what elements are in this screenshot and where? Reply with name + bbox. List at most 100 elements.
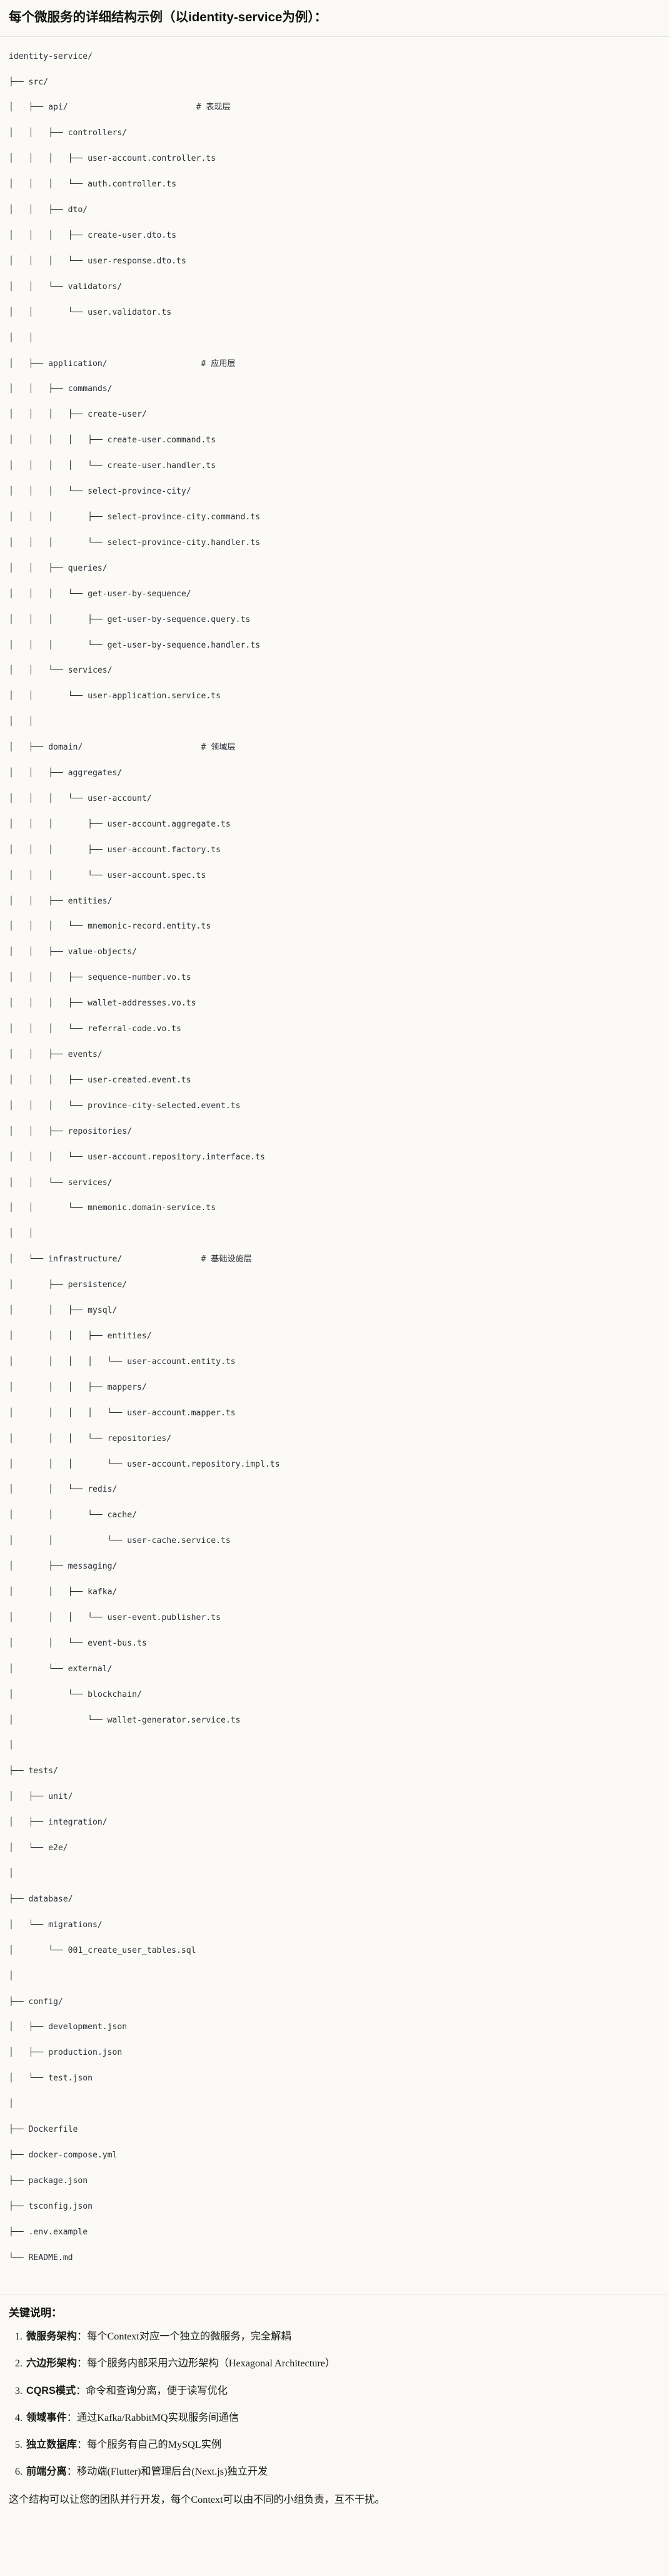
- tree-line: │ │ └── event-bus.ts: [9, 1638, 147, 1648]
- tree-line: │ ├── integration/: [9, 1818, 108, 1828]
- key-notes-section: 关键说明： 微服务架构：每个Context对应一个独立的微服务，完全解耦六边形架…: [0, 2294, 669, 2521]
- key-note-term: 独立数据库: [26, 2438, 77, 2450]
- tree-line: │ ├── messaging/: [9, 1562, 118, 1572]
- tree-line: │ │ └── mnemonic.domain-service.ts: [9, 1203, 216, 1213]
- tree-line: │ │: [9, 1229, 34, 1239]
- tree-line: │ └── blockchain/: [9, 1689, 142, 1699]
- tree-line: │ │ │ └── mnemonic-record.entity.ts: [9, 922, 211, 932]
- tree-line: │ │ │ ├── sequence-number.vo.ts: [9, 973, 191, 983]
- tree-line: │ ├── application/ # 应用层: [9, 359, 236, 369]
- tree-line: ├── database/: [9, 1894, 73, 1904]
- tree-line: │ │: [9, 333, 34, 343]
- tree-layer-comment: # 基础设施层: [201, 1255, 252, 1265]
- tree-line: │ │ └── user.validator.ts: [9, 307, 172, 317]
- tree-line: │ │ │ ├── create-user.dto.ts: [9, 231, 177, 241]
- tree-line: │ │ │ ├── user-account.controller.ts: [9, 154, 216, 164]
- tree-line: │ ├── domain/ # 领域层: [9, 743, 236, 753]
- tree-line: │ │ │ └── user-response.dto.ts: [9, 256, 186, 266]
- tree-line: │ │ │ ├── mappers/: [9, 1382, 147, 1392]
- tree-line: ├── docker-compose.yml: [9, 2150, 118, 2160]
- tree-line: │ │ │ └── user-account.repository.interf…: [9, 1152, 265, 1162]
- tree-line: │ │ ├── aggregates/: [9, 768, 123, 778]
- tree-line: │ │ │ │ ├── create-user.command.ts: [9, 435, 216, 445]
- tree-line: │ │ └── user-cache.service.ts: [9, 1536, 231, 1546]
- tree-line: │: [9, 1869, 14, 1879]
- tree-line: ├── src/: [9, 77, 49, 87]
- key-note-description: ：每个服务有自己的MySQL实例: [76, 2438, 222, 2450]
- tree-line: │ │ │ ├── user-account.aggregate.ts: [9, 819, 231, 829]
- key-note-item: 前端分离：移动端(Flutter)和管理后台(Next.js)独立开发: [25, 2464, 660, 2480]
- title-section: 每个微服务的详细结构示例（以identity-service为例）：: [0, 0, 669, 37]
- page-title: 每个微服务的详细结构示例（以identity-service为例）：: [9, 10, 328, 24]
- tree-line: identity-service/: [9, 51, 93, 61]
- tree-line: │ │ └── services/: [9, 666, 113, 676]
- tree-line: │ │ │ └── repositories/: [9, 1433, 172, 1443]
- tree-layer-comment: # 表现层: [196, 103, 231, 113]
- tree-line: ├── tests/: [9, 1766, 58, 1776]
- tree-line: ├── Dockerfile: [9, 2125, 78, 2135]
- tree-line: ├── .env.example: [9, 2227, 88, 2237]
- tree-line: │ │ │ ├── entities/: [9, 1331, 152, 1341]
- key-note-item: CQRS模式：命令和查询分离，便于读写优化: [25, 2383, 660, 2399]
- tree-line: │ │ │ ├── user-account.factory.ts: [9, 845, 221, 855]
- tree-line: │ │ │ └── get-user-by-sequence/: [9, 589, 191, 599]
- key-note-item: 六边形架构：每个服务内部采用六边形架构（Hexagonal Architectu…: [25, 2356, 660, 2371]
- directory-tree: identity-service/ ├── src/ │ ├── api/ # …: [9, 51, 660, 2278]
- key-note-term: CQRS模式: [26, 2385, 76, 2396]
- tree-layer-comment: # 应用层: [201, 359, 236, 369]
- tree-line: │ │ ├── dto/: [9, 205, 88, 215]
- tree-line: │ │ │ ├── create-user/: [9, 410, 147, 420]
- tree-line: │ │ ├── queries/: [9, 563, 108, 573]
- tree-line: │ │ ├── repositories/: [9, 1126, 133, 1136]
- tree-line: │ │ ├── commands/: [9, 384, 113, 394]
- tree-line: │ │ │ └── user-account.repository.impl.t…: [9, 1459, 280, 1469]
- tree-line: │ │ │ │ └── user-account.entity.ts: [9, 1357, 236, 1367]
- tree-line: │ │ └── user-application.service.ts: [9, 691, 221, 701]
- tree-line: ├── package.json: [9, 2176, 88, 2186]
- directory-tree-code: identity-service/ ├── src/ │ ├── api/ # …: [9, 51, 660, 2264]
- tree-line: │ │: [9, 717, 34, 727]
- tree-line: ├── tsconfig.json: [9, 2201, 93, 2211]
- tree-line: │ ├── development.json: [9, 2022, 128, 2032]
- tree-line: │ │ │ ├── select-province-city.command.t…: [9, 512, 261, 522]
- tree-line: │: [9, 1971, 14, 1981]
- tree-line: ├── config/: [9, 1997, 63, 2007]
- closing-paragraph: 这个结构可以让您的团队并行开发，每个Context可以由不同的小组负责，互不干扰…: [9, 2493, 385, 2505]
- tree-line: │ │ │ └── get-user-by-sequence.handler.t…: [9, 640, 261, 650]
- tree-line: │ │ │ └── select-province-city/: [9, 487, 191, 497]
- tree-line: │ │ │ ├── wallet-addresses.vo.ts: [9, 999, 196, 1009]
- tree-line: │ │ │ └── province-city-selected.event.t…: [9, 1101, 241, 1111]
- tree-line: │ │ └── validators/: [9, 282, 123, 292]
- tree-line: │ │ └── services/: [9, 1178, 113, 1188]
- tree-line: │ │ ├── value-objects/: [9, 947, 137, 957]
- tree-line: │ └── infrastructure/ # 基础设施层: [9, 1255, 252, 1265]
- tree-line: │ │ ├── kafka/: [9, 1587, 118, 1597]
- tree-line: │ │ │ └── user-event.publisher.ts: [9, 1612, 221, 1622]
- key-note-term: 六边形架构: [26, 2358, 77, 2370]
- tree-line: │ ├── production.json: [9, 2048, 123, 2058]
- key-note-description: ：每个Context对应一个独立的微服务，完全解耦: [76, 2331, 291, 2343]
- tree-line: │ │ │ └── user-account.spec.ts: [9, 870, 206, 880]
- tree-line: │: [9, 2099, 14, 2109]
- tree-line: │ │ │ ├── user-created.event.ts: [9, 1075, 191, 1085]
- tree-line: │ │ ├── controllers/: [9, 128, 128, 138]
- tree-line: │ │ │ └── user-account/: [9, 793, 152, 803]
- tree-line: │: [9, 1741, 14, 1751]
- tree-line: │ └── external/: [9, 1664, 113, 1674]
- key-note-description: ：每个服务内部采用六边形架构（Hexagonal Architecture）: [76, 2358, 336, 2370]
- key-note-term: 微服务架构: [26, 2331, 77, 2343]
- key-note-item: 独立数据库：每个服务有自己的MySQL实例: [25, 2437, 660, 2453]
- tree-line: │ └── e2e/: [9, 1843, 68, 1853]
- tree-line: │ └── 001_create_user_tables.sql: [9, 1945, 196, 1955]
- key-note-term: 领域事件: [26, 2411, 67, 2423]
- tree-line: │ ├── api/ # 表现层: [9, 103, 231, 113]
- tree-line: │ └── migrations/: [9, 1920, 103, 1930]
- tree-line: │ │ │ └── select-province-city.handler.t…: [9, 537, 261, 547]
- key-note-item: 微服务架构：每个Context对应一个独立的微服务，完全解耦: [25, 2329, 660, 2344]
- key-note-description: ：通过Kafka/RabbitMQ实现服务间通信: [66, 2411, 239, 2423]
- key-note-term: 前端分离: [26, 2465, 67, 2477]
- tree-line: │ │ └── cache/: [9, 1510, 137, 1520]
- key-note-item: 领域事件：通过Kafka/RabbitMQ实现服务间通信: [25, 2410, 660, 2426]
- tree-line: │ │ │ └── auth.controller.ts: [9, 180, 177, 190]
- tree-line: │ ├── persistence/: [9, 1280, 128, 1290]
